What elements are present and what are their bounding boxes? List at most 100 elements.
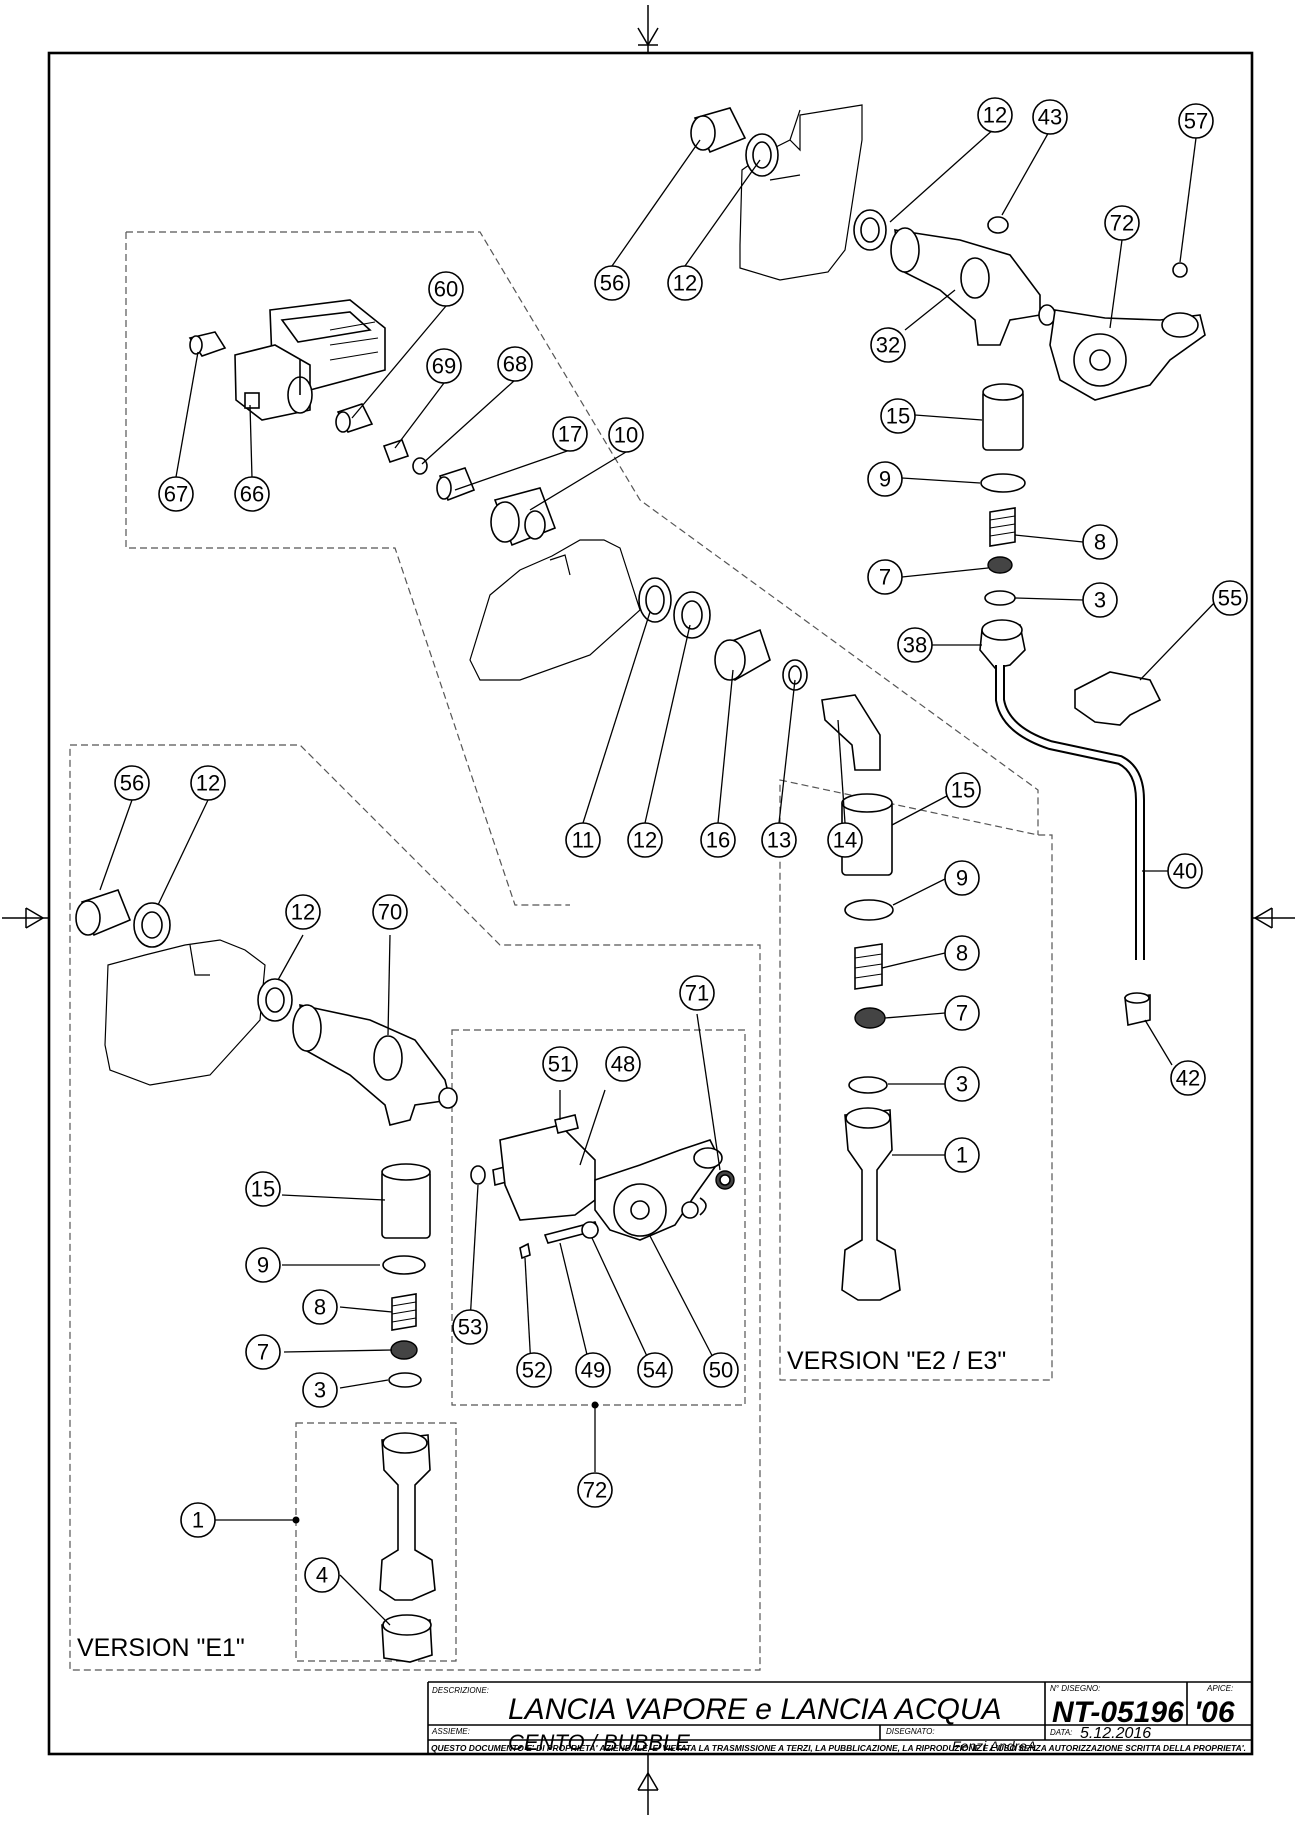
svg-text:71: 71: [685, 981, 709, 1006]
version-e23-boundary: [779, 779, 1053, 1381]
callout-8-top: 8: [1082, 524, 1118, 560]
callout-9-top: 9: [867, 461, 903, 497]
callout-7-top: 7: [867, 559, 903, 595]
svg-text:9: 9: [879, 467, 891, 492]
e23-column-parts: [841, 793, 901, 1301]
svg-text:4: 4: [316, 1563, 328, 1588]
svg-text:53: 53: [458, 1315, 482, 1340]
svg-text:43: 43: [1038, 105, 1062, 130]
callout-49: 49: [575, 1352, 611, 1388]
svg-text:12: 12: [673, 271, 697, 296]
callout-50: 50: [703, 1352, 739, 1388]
descrizione-value: LANCIA VAPORE e LANCIA ACQUA: [508, 1693, 1002, 1726]
solenoid-valve-66: [234, 299, 386, 421]
callout-67: 67: [158, 476, 194, 512]
callout-7-e1: 7: [245, 1334, 281, 1370]
top-fittings: [690, 107, 887, 251]
apice-label: APICE:: [1206, 1684, 1233, 1693]
centering-arrow-right: [1252, 907, 1295, 929]
group-1-e1-boundary: [295, 1422, 457, 1662]
callout-16: 16: [700, 822, 736, 858]
disegno-value: NT-05196: [1052, 1696, 1184, 1729]
svg-text:56: 56: [120, 771, 144, 796]
callout-1-e23: 1: [944, 1137, 980, 1173]
svg-text:16: 16: [706, 828, 730, 853]
callout-53: 53: [452, 1309, 488, 1345]
svg-text:1: 1: [192, 1508, 204, 1533]
callout-48: 48: [605, 1046, 641, 1082]
svg-text:7: 7: [257, 1340, 269, 1365]
svg-text:72: 72: [1110, 211, 1134, 236]
svg-text:11: 11: [572, 828, 595, 853]
clip-55: [1074, 671, 1162, 726]
callout-69: 69: [426, 348, 462, 384]
callout-12-top-nut: 12: [977, 97, 1013, 133]
svg-text:68: 68: [503, 352, 527, 377]
svg-text:8: 8: [956, 941, 968, 966]
top-column-parts: [979, 383, 1026, 669]
callout-70: 70: [372, 894, 408, 930]
valve-body-32: [890, 216, 1056, 346]
apice-value: '06: [1194, 1696, 1235, 1729]
svg-text:40: 40: [1173, 859, 1197, 884]
centering-arrow-bottom: [637, 1754, 659, 1815]
svg-text:12: 12: [291, 900, 315, 925]
callout-52: 52: [516, 1352, 552, 1388]
callout-12-top-a: 12: [667, 265, 703, 301]
svg-text:1: 1: [956, 1143, 968, 1168]
svg-text:42: 42: [1176, 1066, 1200, 1091]
svg-text:12: 12: [633, 828, 657, 853]
callout-9-e23: 9: [944, 860, 980, 896]
svg-text:12: 12: [983, 103, 1007, 128]
callout-57: 57: [1178, 103, 1214, 139]
svg-text:7: 7: [879, 565, 891, 590]
svg-text:69: 69: [432, 354, 456, 379]
svg-text:49: 49: [581, 1358, 605, 1383]
leader-lines: [99, 127, 1218, 1626]
callout-72-top: 72: [1104, 205, 1140, 241]
callout-13: 13: [761, 822, 797, 858]
callout-40: 40: [1167, 853, 1203, 889]
callout-56-top: 56: [594, 265, 630, 301]
callout-71: 71: [679, 975, 715, 1011]
svg-text:48: 48: [611, 1052, 635, 1077]
callout-8-e1: 8: [302, 1289, 338, 1325]
callout-60: 60: [428, 271, 464, 307]
callout-72-e1: 72: [577, 1472, 613, 1508]
callout-51: 51: [542, 1046, 578, 1082]
callout-32: 32: [870, 327, 906, 363]
mounting-plate-mid: [469, 539, 641, 681]
disegnato-value: Fenzi AndreA: [952, 1738, 1036, 1754]
callout-3-e23: 3: [944, 1066, 980, 1102]
callout-15-e23: 15: [945, 772, 981, 808]
tip-42: [1124, 992, 1151, 1026]
svg-text:56: 56: [600, 271, 624, 296]
svg-text:12: 12: [196, 771, 220, 796]
callout-8-e23: 8: [944, 935, 980, 971]
svg-text:17: 17: [558, 422, 582, 447]
assieme-value: CENTO / BUBBLE: [508, 1730, 690, 1755]
svg-text:3: 3: [1094, 588, 1106, 613]
valve-body-70: [292, 1003, 458, 1126]
callout-14: 14: [827, 822, 863, 858]
svg-text:3: 3: [956, 1072, 968, 1097]
svg-text:55: 55: [1218, 586, 1242, 611]
svg-text:8: 8: [1094, 530, 1106, 555]
callout-9-e1: 9: [245, 1247, 281, 1283]
svg-text:8: 8: [314, 1295, 326, 1320]
version-e1-boundary: [69, 744, 761, 1671]
svg-text:15: 15: [886, 404, 910, 429]
callout-55: 55: [1212, 580, 1248, 616]
svg-text:13: 13: [767, 828, 791, 853]
callout-12-mid: 12: [627, 822, 663, 858]
leader-dot-1-e1: [292, 1516, 300, 1524]
handle-72-top: [1049, 262, 1206, 401]
callout-38: 38: [897, 627, 933, 663]
svg-text:67: 67: [164, 482, 188, 507]
data-label: DATA:: [1050, 1728, 1072, 1737]
callout-1-e1: 1: [180, 1502, 216, 1538]
svg-text:70: 70: [378, 900, 402, 925]
group-72-boundary: [451, 1029, 746, 1406]
fitting-67: [188, 331, 227, 357]
callout-11: 11: [565, 822, 601, 858]
